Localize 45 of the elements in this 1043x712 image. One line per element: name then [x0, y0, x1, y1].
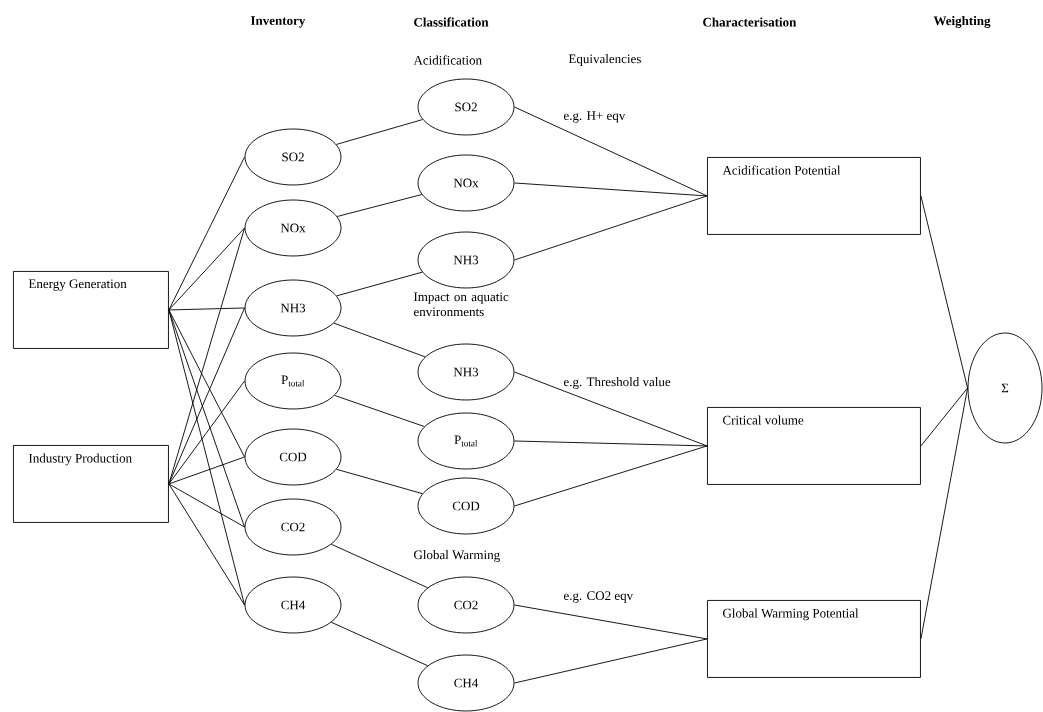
connector-line	[336, 119, 423, 145]
connector-line	[920, 387, 969, 447]
connector-line	[168, 156, 245, 311]
column-heading: Classification	[414, 17, 489, 27]
group-label: Global Warming	[414, 550, 500, 562]
connector-line	[168, 307, 245, 485]
group-label: Acidification	[413, 55, 482, 65]
connector-line	[331, 543, 429, 589]
column-heading: Weighting	[933, 16, 991, 28]
connector-line	[333, 322, 426, 358]
connector-line	[334, 395, 425, 427]
connector-line	[336, 194, 423, 217]
connector-line	[514, 638, 708, 684]
connector-line	[168, 380, 245, 485]
group-label: Equivalencies	[568, 54, 641, 66]
group-label: Impact on aquatic environments	[413, 292, 509, 317]
connector-line	[168, 483, 245, 528]
process-box: Critical volume	[707, 407, 921, 485]
connector-line	[168, 309, 245, 606]
process-box: Industry Production	[13, 445, 169, 523]
process-box: Acidification Potential	[707, 157, 921, 235]
connector-line	[514, 195, 708, 261]
column-heading: Inventory	[250, 16, 306, 28]
connector-line	[514, 182, 708, 197]
column-heading: Characterisation	[703, 17, 797, 27]
connector-line	[168, 483, 245, 606]
connector-line	[336, 468, 423, 495]
connector-line	[514, 604, 708, 640]
annotation-text: e.g. H+ eqv	[563, 111, 626, 123]
process-box: Energy Generation	[13, 271, 169, 349]
connector-line	[336, 271, 423, 297]
connector-line	[514, 445, 708, 507]
connector-line	[168, 309, 245, 458]
connector-line	[514, 106, 708, 197]
annotation-text: e.g. CO2 eqv	[563, 591, 634, 603]
connector-line	[168, 307, 245, 311]
connector-line	[920, 195, 969, 389]
connector-line	[331, 621, 429, 667]
connector-line	[514, 440, 708, 447]
connector-line	[168, 456, 245, 485]
connector-line	[920, 387, 969, 640]
connector-line	[168, 227, 245, 311]
annotation-text: e.g. Threshold value	[563, 377, 671, 389]
connector-line	[514, 371, 708, 447]
process-box: Global Warming Potential	[707, 600, 921, 678]
